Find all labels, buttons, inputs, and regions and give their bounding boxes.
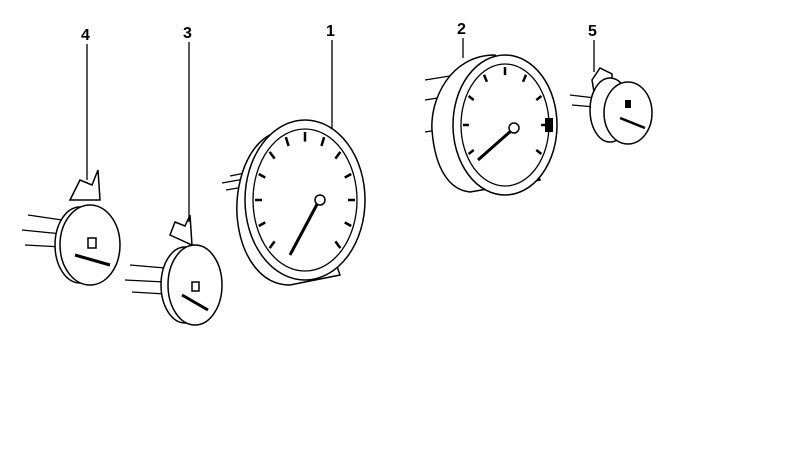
callout-4: 4 xyxy=(81,27,90,180)
callout-5: 5 xyxy=(588,23,597,72)
callout-2: 2 xyxy=(457,21,466,58)
dial-tick xyxy=(258,221,266,228)
callout-1: 1 xyxy=(326,23,335,128)
dial-tick xyxy=(535,95,543,102)
dial-tick xyxy=(258,172,266,179)
dial-tick xyxy=(467,148,475,155)
dial-tick xyxy=(284,136,290,147)
tachometer xyxy=(424,54,558,196)
callout-label: 3 xyxy=(183,25,192,42)
dial-tick xyxy=(334,151,342,160)
small-gauge xyxy=(124,214,223,326)
dial-tick xyxy=(535,148,543,155)
dial-tick xyxy=(268,151,276,160)
callout-label: 1 xyxy=(326,23,335,40)
callout-3: 3 xyxy=(183,25,192,222)
callout-label: 2 xyxy=(457,21,466,38)
dial-tick xyxy=(268,240,276,249)
speedometer xyxy=(221,119,366,286)
dial-tick xyxy=(334,240,342,249)
small-round-gauge xyxy=(569,67,653,145)
callout-label: 4 xyxy=(81,27,90,44)
dial-tick xyxy=(467,95,475,102)
dial-tick xyxy=(521,74,528,83)
dial-tick xyxy=(344,172,352,179)
dial-tick xyxy=(344,221,352,228)
callout-label: 5 xyxy=(588,23,597,40)
fuel-gauge xyxy=(21,169,121,286)
dial-tick xyxy=(482,74,489,83)
dial-tick xyxy=(320,136,326,147)
